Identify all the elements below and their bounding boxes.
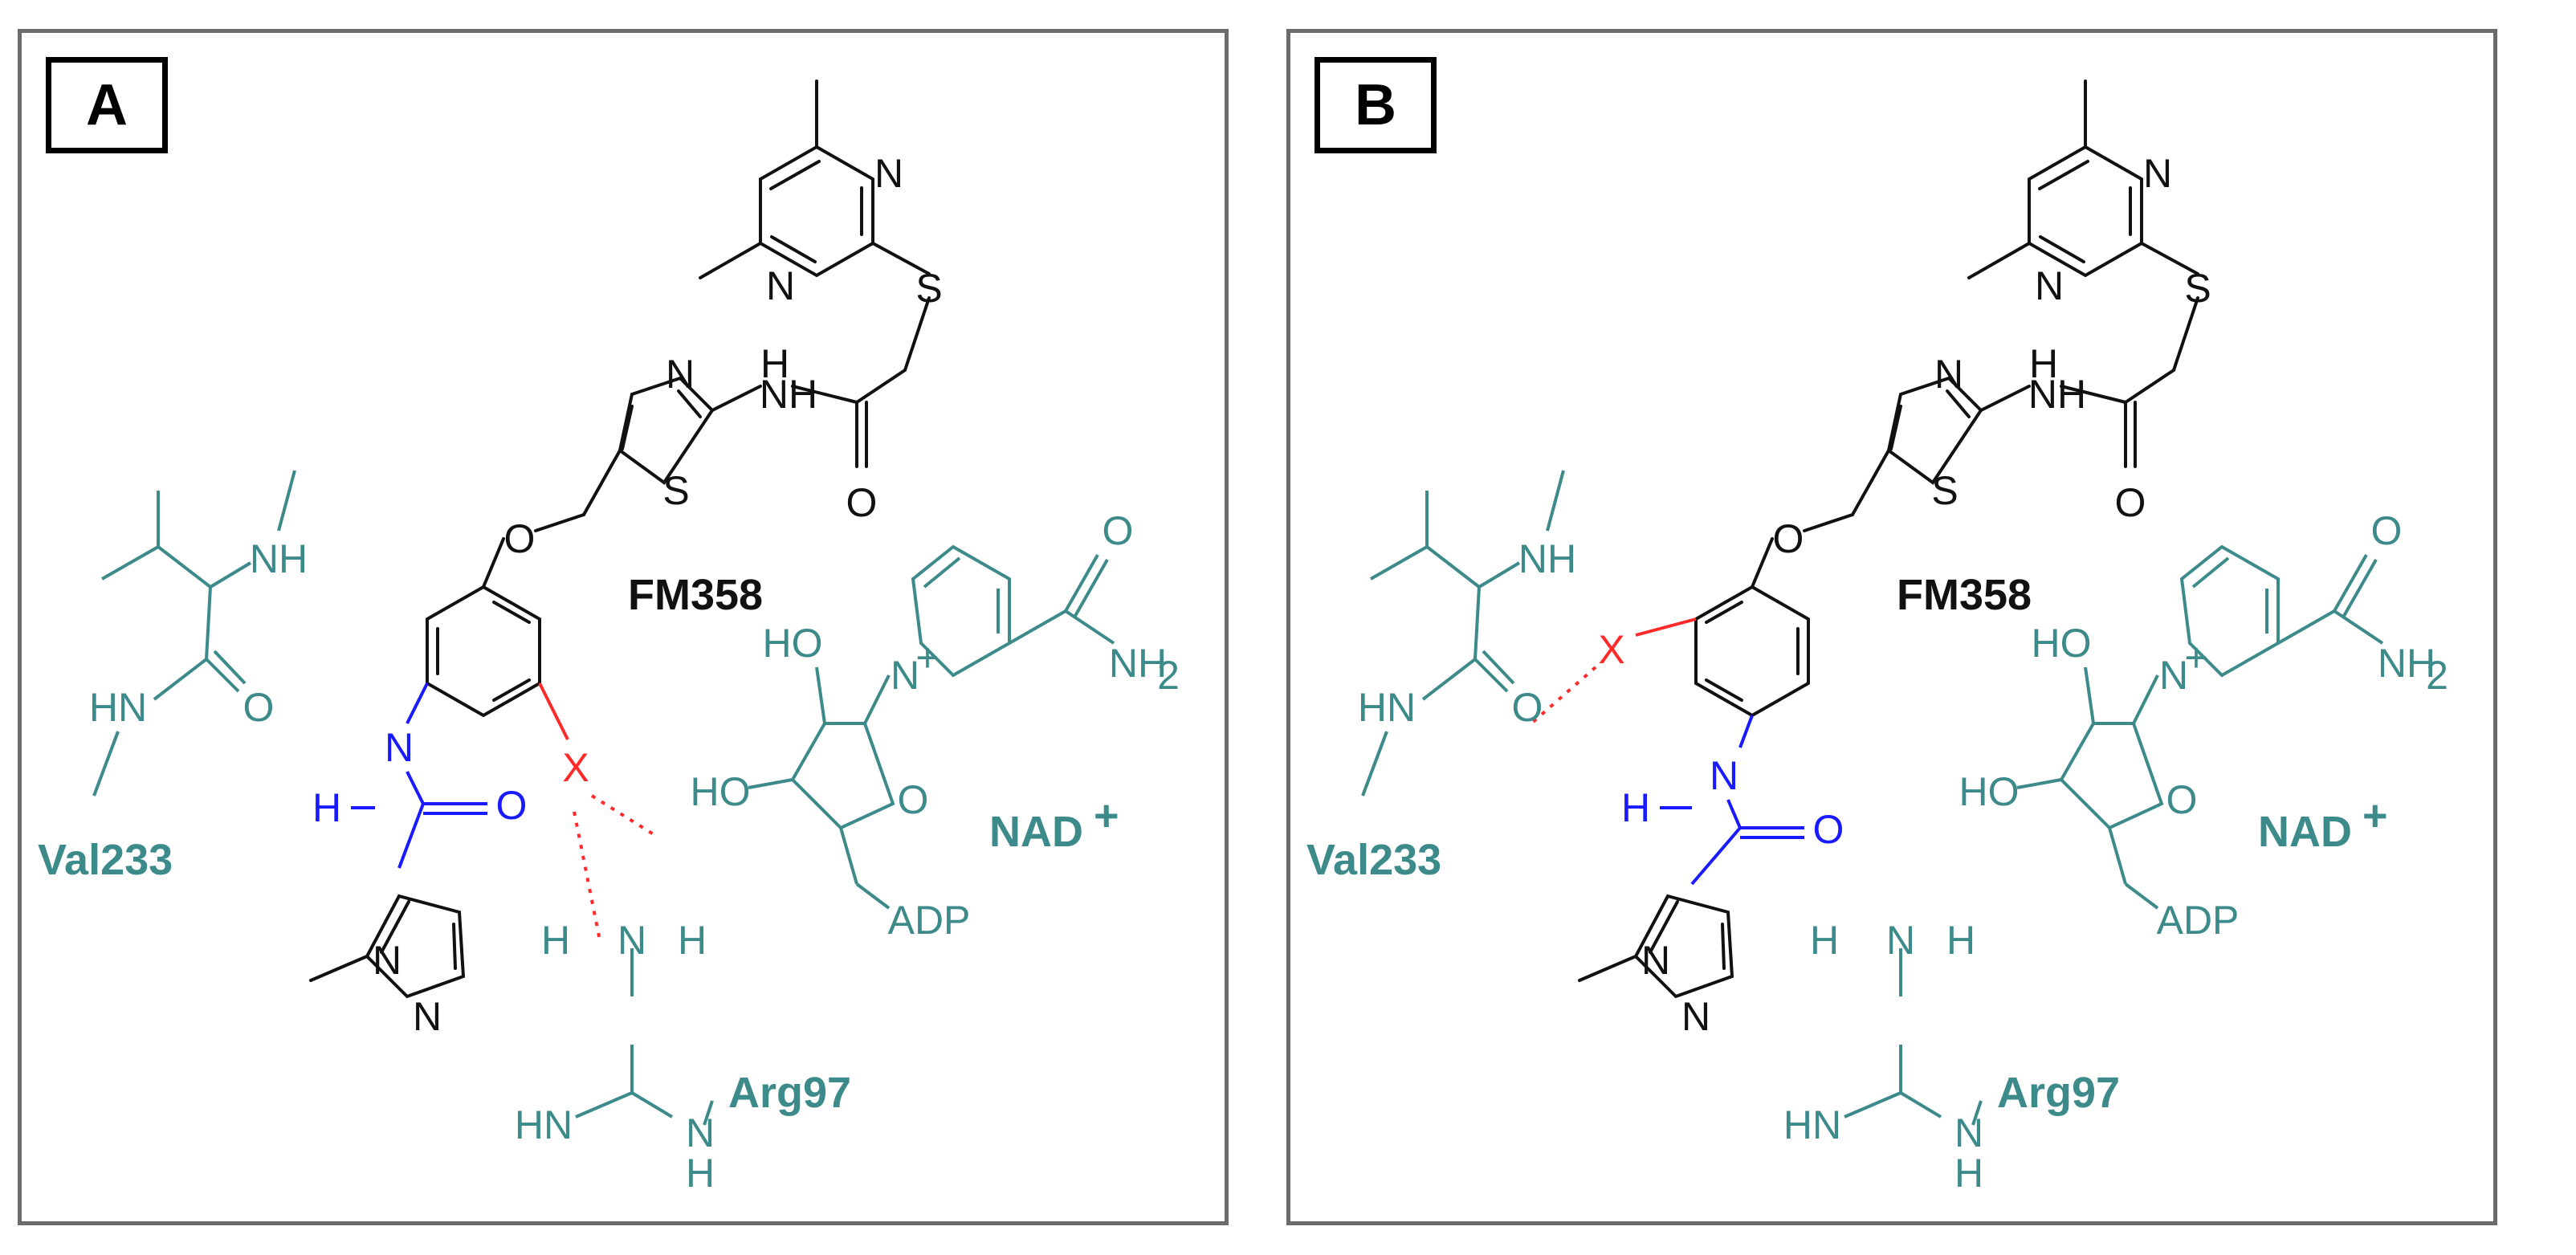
panel-label-a: A [46, 57, 168, 153]
atom-s1-b: S [2184, 266, 2211, 311]
atom-o-ribose-a: O [898, 777, 929, 822]
atom-n2-arg-b: N [1954, 1110, 1983, 1155]
atom-o-val-b: O [1512, 685, 1543, 730]
residue-label-arg97-b: Arg97 [1997, 1069, 2120, 1117]
atom-sub2-a: 2 [1157, 653, 1180, 698]
atom-n2-a: N [766, 263, 795, 308]
atom-h3-arg-b: H [1954, 1151, 1983, 1196]
atom-ho2-a: HO [691, 769, 751, 814]
atom-h-amide-a: H [760, 341, 789, 386]
residue-arg97-a [575, 948, 714, 1126]
atom-n-blue-a: N [385, 725, 414, 770]
atom-plus-a: + [915, 635, 939, 680]
atom-n1-b: N [2143, 151, 2172, 196]
atom-x-b: X [1598, 627, 1624, 672]
atom-nh-amide-b: NH [2028, 372, 2086, 417]
cofactor-charge-a: + [1094, 792, 1119, 840]
residue-arg97-b [1844, 948, 1983, 1126]
structure-diagram-b: N N S H NH O N S O N N FM358 N H O X NH … [1306, 79, 2448, 1196]
ligand-fm358-a [309, 79, 931, 999]
atom-ho1-b: HO [2032, 621, 2092, 666]
atom-hn-arg-a: HN [515, 1102, 573, 1147]
cofactor-nad-b [2016, 544, 2384, 910]
atom-hn-arg-b: HN [1783, 1102, 1841, 1147]
atom-n-pyrazole1-a: N [373, 938, 401, 983]
atom-n1-arg-a: N [618, 918, 646, 963]
atom-h2-arg-b: H [1946, 918, 1975, 963]
atom-nh-val-b: NH [1518, 536, 1576, 581]
atom-n2-arg-a: N [686, 1110, 715, 1155]
atom-nh-amide-a: NH [760, 372, 817, 417]
atom-o-nicotinamide-a: O [1103, 508, 1134, 553]
atom-adp-b: ADP [2157, 898, 2240, 943]
residue-val233-b [1361, 470, 1565, 797]
atom-o-ether-b: O [1773, 516, 1804, 561]
structure-diagram-a: N N S H NH O N S O N N FM358 N H O X NH … [38, 79, 1180, 1196]
atom-h3-arg-a: H [686, 1151, 715, 1196]
atom-h2-arg-a: H [678, 918, 707, 963]
atom-n1-a: N [874, 151, 903, 196]
atom-n-pyrazole1-b: N [1641, 938, 1670, 983]
atom-n-pyrazole2-a: N [413, 994, 442, 1039]
atom-x-a: X [562, 745, 589, 790]
ligand-fm358-b [1578, 79, 2199, 999]
atom-n-pyrazole2-b: N [1681, 994, 1710, 1039]
atom-o-amide-a: O [846, 480, 878, 525]
atom-nh-val-a: NH [250, 536, 308, 581]
atom-ho1-a: HO [763, 621, 823, 666]
atom-s-thiazole-b: S [1931, 468, 1958, 513]
atom-n1-arg-b: N [1886, 918, 1915, 963]
atom-nh2-a: NH [1109, 641, 1167, 686]
atom-plus-b: + [2184, 635, 2207, 680]
atom-n-thiazole-a: N [666, 352, 695, 397]
atom-s1-a: S [915, 266, 942, 311]
atom-hn-val-a: HN [89, 685, 147, 730]
atom-o-amide-b: O [2115, 480, 2146, 525]
atom-s-thiazole-a: S [662, 468, 689, 513]
atom-h-blue-a: H [312, 785, 341, 830]
atom-n2-b: N [2035, 263, 2064, 308]
x-contacts-a [538, 683, 658, 941]
atom-ho2-b: HO [1959, 769, 2020, 814]
panel-label-b: B [1314, 57, 1437, 153]
panel-b: B [1286, 29, 2497, 1225]
cofactor-nad-a [748, 544, 1115, 910]
atom-o-blue-b: O [1813, 807, 1844, 852]
atom-sub2-b: 2 [2426, 653, 2448, 698]
residue-val233-a [92, 470, 296, 797]
atom-nh2-b: NH [2378, 641, 2435, 686]
cofactor-label-b: NAD [2258, 808, 2352, 856]
atom-h-blue-b: H [1621, 785, 1650, 830]
cofactor-label-a: NAD [989, 808, 1083, 856]
atom-h1-arg-a: H [541, 918, 570, 963]
atom-o-blue-a: O [496, 783, 528, 828]
atom-h-amide-b: H [2029, 341, 2058, 386]
atom-h1-arg-b: H [1810, 918, 1839, 963]
amide-linker-b [1660, 715, 1804, 886]
atom-o-nicotinamide-b: O [2371, 508, 2403, 553]
atom-o-ether-a: O [504, 516, 536, 561]
x-contacts-b [1530, 617, 1697, 725]
atom-hn-val-b: HN [1358, 685, 1416, 730]
atom-o-ribose-b: O [2166, 777, 2198, 822]
atom-nplus-a: N [891, 653, 919, 698]
residue-label-val233-a: Val233 [38, 836, 173, 884]
atom-n-thiazole-b: N [1934, 352, 1963, 397]
compound-label-b: FM358 [1897, 571, 2032, 619]
residue-label-val233-b: Val233 [1306, 836, 1441, 884]
residue-label-arg97-a: Arg97 [728, 1069, 851, 1117]
panel-a: A [18, 29, 1229, 1225]
amide-linker-a [351, 683, 487, 869]
atom-nplus-b: N [2159, 653, 2188, 698]
atom-o-val-a: O [243, 685, 275, 730]
atom-adp-a: ADP [888, 898, 971, 943]
cofactor-charge-b: + [2362, 792, 2388, 840]
compound-label-a: FM358 [628, 571, 763, 619]
atom-nh-blue-b: N [1710, 753, 1738, 798]
